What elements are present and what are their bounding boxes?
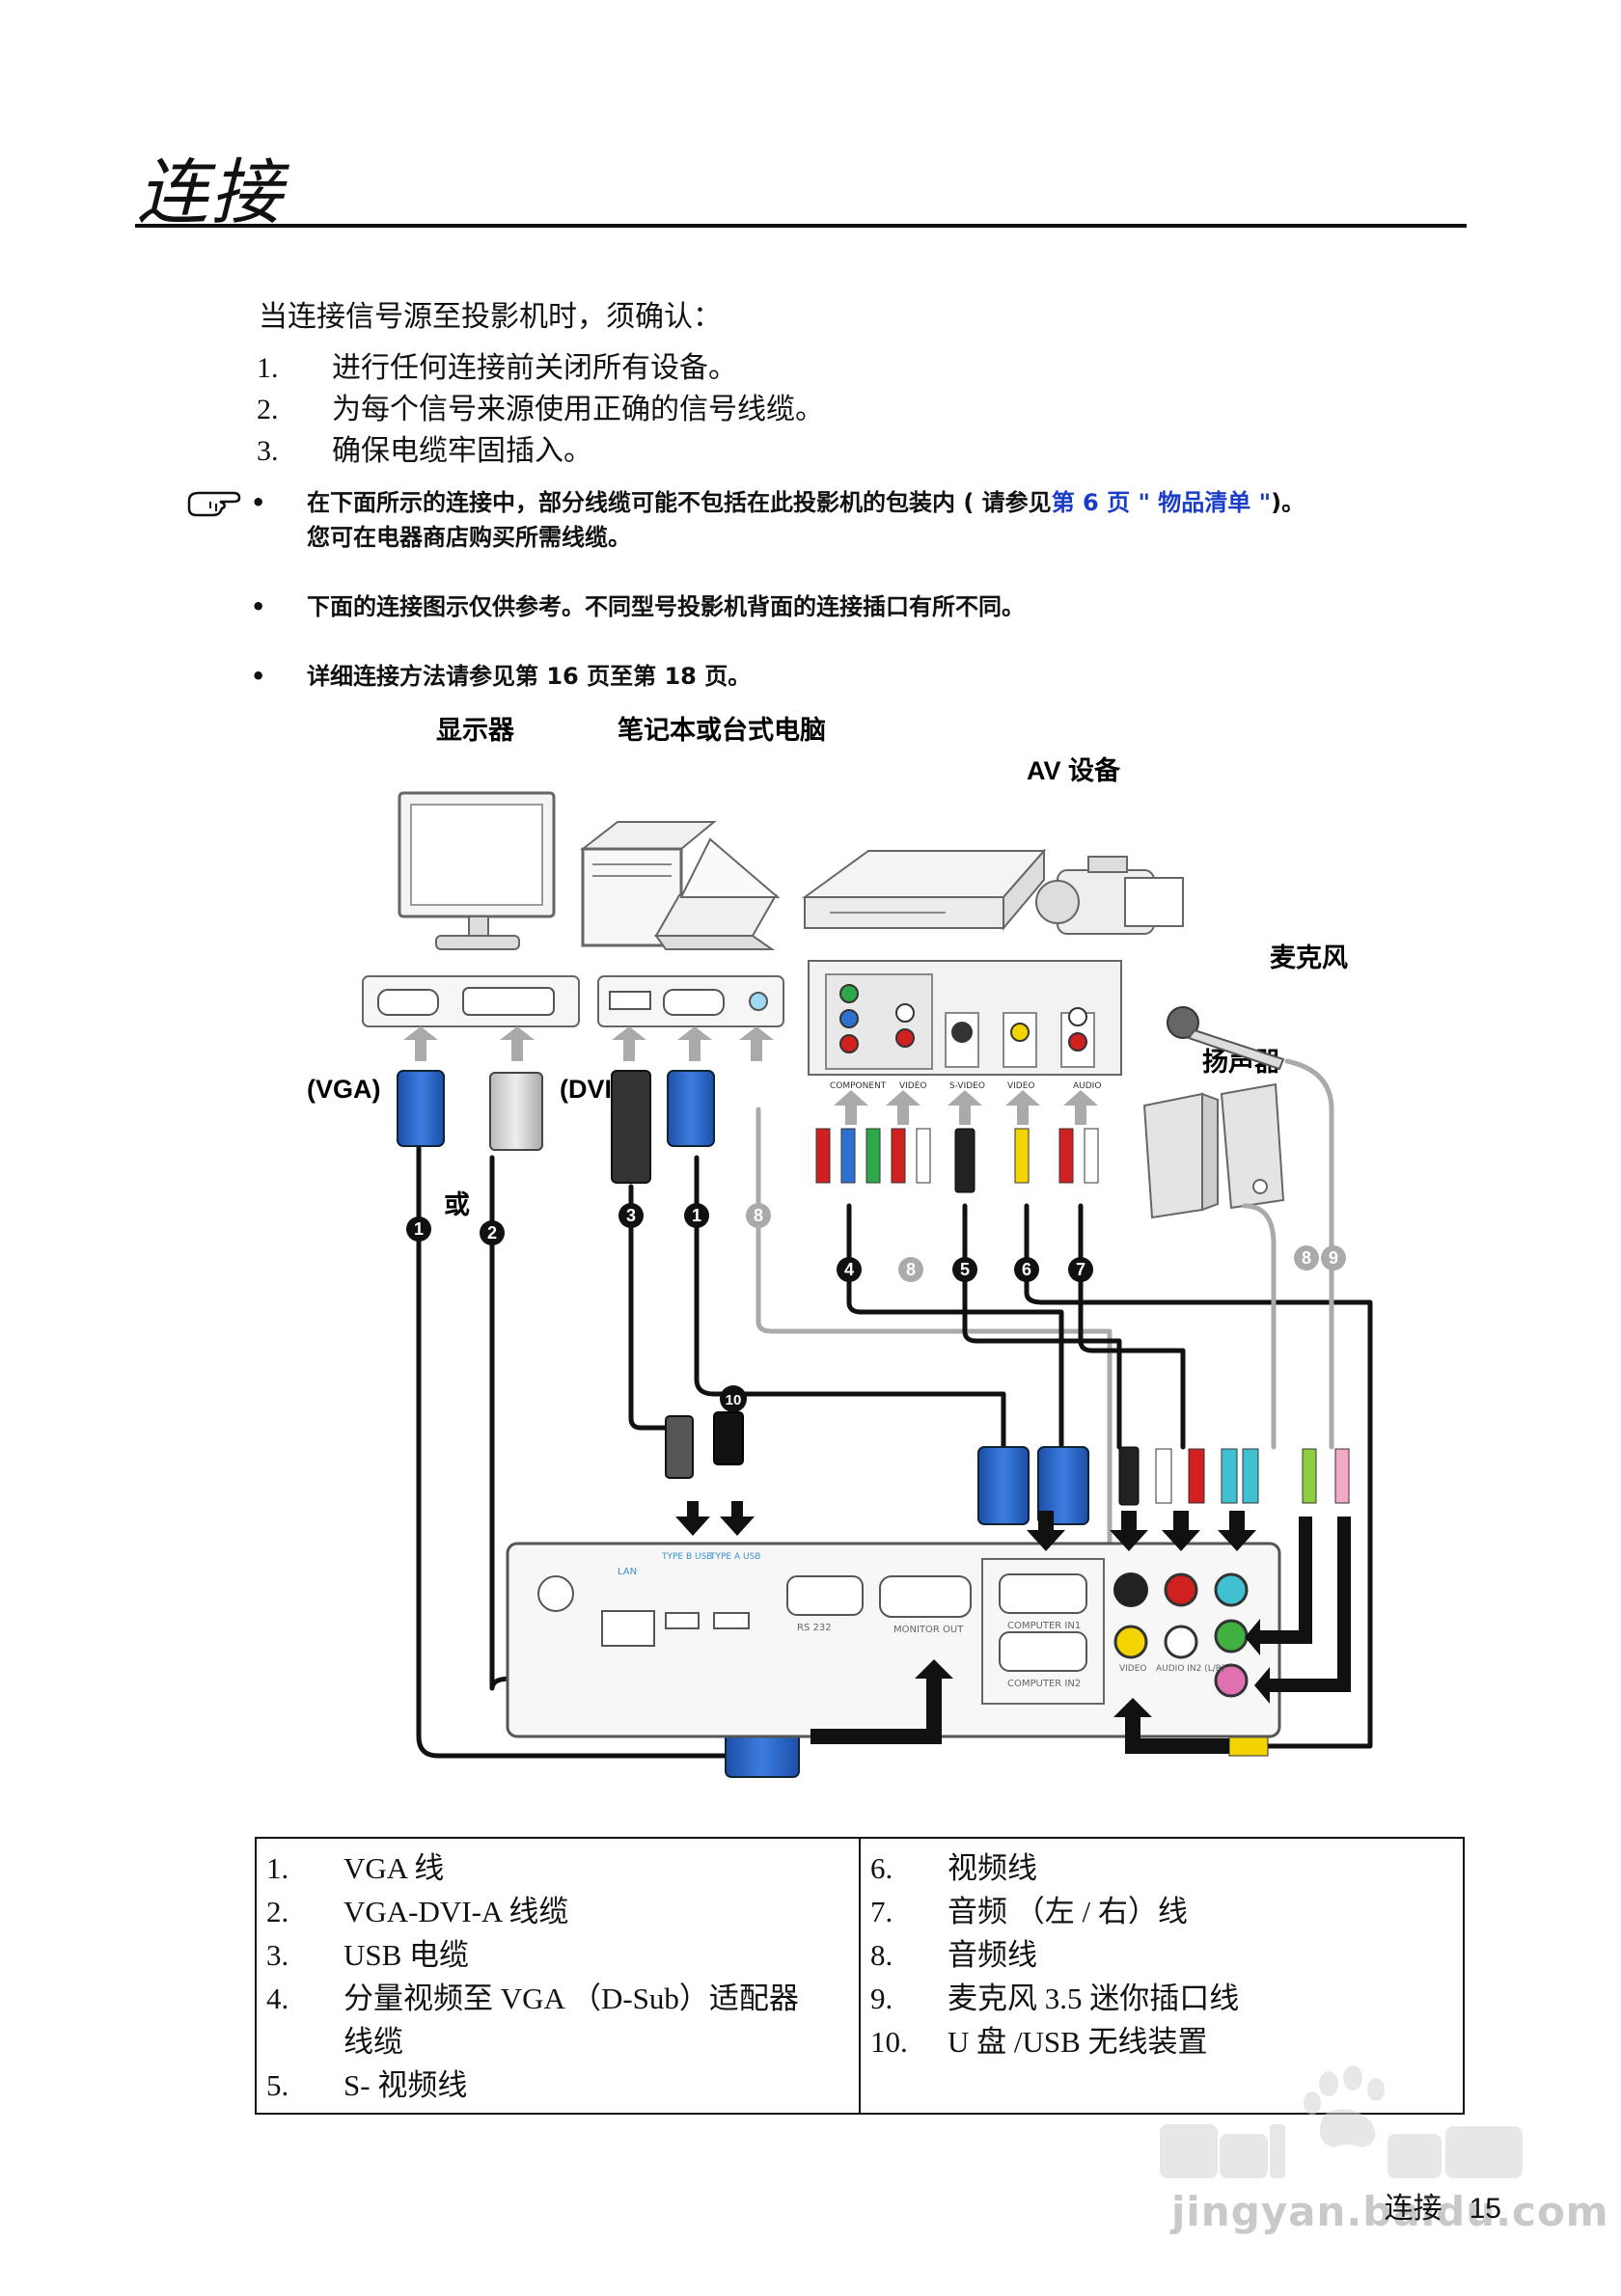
step-item: 3.确保电缆牢固插入。 [257, 434, 592, 468]
computer-port-panel [597, 975, 784, 1027]
legend-item: 1.VGA 线 [266, 1851, 445, 1885]
badge-4: 4 [837, 1257, 862, 1282]
legend-item: 10.U 盘 /USB 无线装置 [870, 2025, 1208, 2059]
speakers-image [1142, 1082, 1285, 1219]
svg-text:VIDEO: VIDEO [899, 1081, 927, 1091]
legend-item: 7.音频 （左 / 右）线 [870, 1895, 1188, 1928]
microphone-image [1167, 1006, 1285, 1071]
rca-plugs [815, 1128, 1350, 1757]
badge-1: 1 [684, 1203, 709, 1228]
svg-text:2: 2 [487, 1223, 497, 1243]
usb-plug [611, 1070, 744, 1479]
watermark-url: jingyan.baidu.com [1171, 2188, 1609, 2235]
svg-text:COMPUTER IN1: COMPUTER IN1 [1007, 1621, 1081, 1631]
page-footer: 连接 15 [1385, 2184, 1501, 2227]
svg-text:6: 6 [1022, 1260, 1031, 1279]
badge-7: 7 [1068, 1257, 1093, 1282]
baidu-watermark-logo [1160, 2065, 1523, 2178]
svg-text:MONITOR OUT: MONITOR OUT [893, 1625, 964, 1635]
svg-text:LAN: LAN [618, 1567, 637, 1577]
monitor-image [398, 791, 556, 950]
badge-8: 8 [898, 1257, 923, 1282]
svg-text:3: 3 [626, 1206, 636, 1225]
monitor-label: 显示器 [436, 716, 515, 745]
svg-text:TYPE A USB: TYPE A USB [709, 1552, 760, 1562]
step-item: 1.进行任何连接前关闭所有设备。 [257, 351, 737, 385]
intro-text: 当连接信号源至投影机时，须确认： [259, 300, 722, 334]
monitor-port-panel [362, 975, 580, 1027]
legend-item: 线缆 [343, 2025, 403, 2059]
svg-text:7: 7 [1076, 1260, 1085, 1279]
mic-label: 麦克风 [1270, 943, 1348, 972]
legend-item: 9.麦克风 3.5 迷你插口线 [870, 1982, 1240, 2015]
cable-number-badges: 1 2 3 1 8 4 8 5 6 7 8 9 10 [406, 1203, 1346, 1412]
svg-text:S-VIDEO: S-VIDEO [949, 1081, 985, 1091]
projector-back-panel: LAN TYPE B USB TYPE A USB RS 232 MONITOR… [506, 1542, 1281, 1738]
svg-text:RS 232: RS 232 [797, 1623, 832, 1633]
cable-legend-table: 1.VGA 线 2.VGA-DVI-A 线缆 3.USB 电缆 4.分量视频至 … [255, 1837, 1465, 2115]
svg-text:10: 10 [726, 1392, 742, 1408]
badge-1: 1 [406, 1216, 431, 1242]
legend-item: 3.USB 电缆 [266, 1938, 470, 1972]
legend-item: 6.视频线 [870, 1851, 1037, 1885]
legend-item: 4.分量视频至 VGA （D-Sub）适配器 [266, 1982, 799, 2015]
badge-6: 6 [1014, 1257, 1039, 1282]
notes-list: • 在下面所示的连接中，部分线缆可能不包括在此投影机的包装内 ( 请参见第 6 … [251, 485, 1476, 728]
or-label: 或 [444, 1190, 470, 1219]
svg-text:8: 8 [1302, 1248, 1311, 1268]
svg-text:1: 1 [692, 1206, 701, 1225]
svg-text:COMPONENT: COMPONENT [830, 1081, 887, 1091]
pointing-hand-icon [187, 491, 241, 517]
footer-section: 连接 [1384, 2192, 1442, 2226]
legend-column-right: 6.视频线 7.音频 （左 / 右）线 8.音频线 9.麦克风 3.5 迷你插口… [859, 1839, 1463, 2113]
svg-text:9: 9 [1329, 1248, 1338, 1268]
page-reference-link[interactable]: 第 6 页 " 物品清单 " [1051, 489, 1272, 516]
svg-text:TYPE B USB: TYPE B USB [661, 1552, 712, 1562]
page-number: 15 [1469, 2193, 1501, 2225]
legend-item: 2.VGA-DVI-A 线缆 [266, 1895, 569, 1928]
svg-text:8: 8 [754, 1206, 763, 1225]
svg-text:COMPUTER IN2: COMPUTER IN2 [1007, 1679, 1081, 1689]
legend-column-left: 1.VGA 线 2.VGA-DVI-A 线缆 3.USB 电缆 4.分量视频至 … [257, 1839, 859, 2113]
av-port-panel: COMPONENT VIDEO S-VIDEO VIDEO AUDIO [808, 960, 1122, 1091]
badge-5: 5 [952, 1257, 977, 1282]
page-title: 连接 [137, 151, 284, 234]
svg-text:VIDEO: VIDEO [1119, 1664, 1147, 1674]
camcorder-image [1035, 856, 1184, 935]
badge-8: 8 [1294, 1245, 1319, 1271]
port-arrows [403, 1026, 1098, 1125]
svg-text:AUDIO: AUDIO [1073, 1081, 1101, 1091]
av-label: AV 设备 [1027, 756, 1121, 785]
legend-item: 8.音频线 [870, 1938, 1037, 1972]
note-item: • 在下面所示的连接中，部分线缆可能不包括在此投影机的包装内 ( 请参见第 6 … [251, 489, 1305, 551]
badge-3: 3 [618, 1203, 644, 1228]
note-item: • 详细连接方法请参见第 16 页至第 18 页。 [251, 663, 752, 690]
dvi-plug [489, 1072, 543, 1151]
svg-text:1: 1 [414, 1219, 424, 1239]
dvd-player-image [801, 848, 1047, 931]
badge-2: 2 [480, 1220, 505, 1245]
computer-image [580, 821, 781, 950]
input-arrows [675, 1501, 1351, 1754]
badge-8: 8 [746, 1203, 771, 1228]
steps-list: 1.进行任何连接前关闭所有设备。 2.为每个信号来源使用正确的信号线缆。 3.确… [257, 347, 824, 472]
svg-text:AUDIO IN2 (L/R): AUDIO IN2 (L/R) [1156, 1664, 1225, 1674]
step-item: 2.为每个信号来源使用正确的信号线缆。 [257, 393, 824, 426]
vga-label: (VGA) [307, 1075, 381, 1104]
svg-text:4: 4 [844, 1260, 854, 1279]
computer-label: 笔记本或台式电脑 [618, 715, 826, 745]
badge-10: 10 [720, 1385, 747, 1412]
note-item: • 下面的连接图示仅供参考。不同型号投影机背面的连接插口有所不同。 [251, 593, 1025, 620]
svg-text:8: 8 [906, 1260, 916, 1279]
svg-text:5: 5 [960, 1260, 970, 1279]
title-rule [135, 224, 1467, 228]
svg-text:VIDEO: VIDEO [1007, 1081, 1035, 1091]
vga-plug [397, 1070, 1089, 1778]
connection-diagram: 显示器 笔记本或台式电脑 AV 设备 麦克风 扬声器 (VGA) (DVI) 或 [307, 715, 1373, 1778]
badge-9: 9 [1321, 1245, 1346, 1271]
legend-item: 5.S- 视频线 [266, 2068, 468, 2102]
dvi-label: (DVI) [560, 1075, 620, 1104]
